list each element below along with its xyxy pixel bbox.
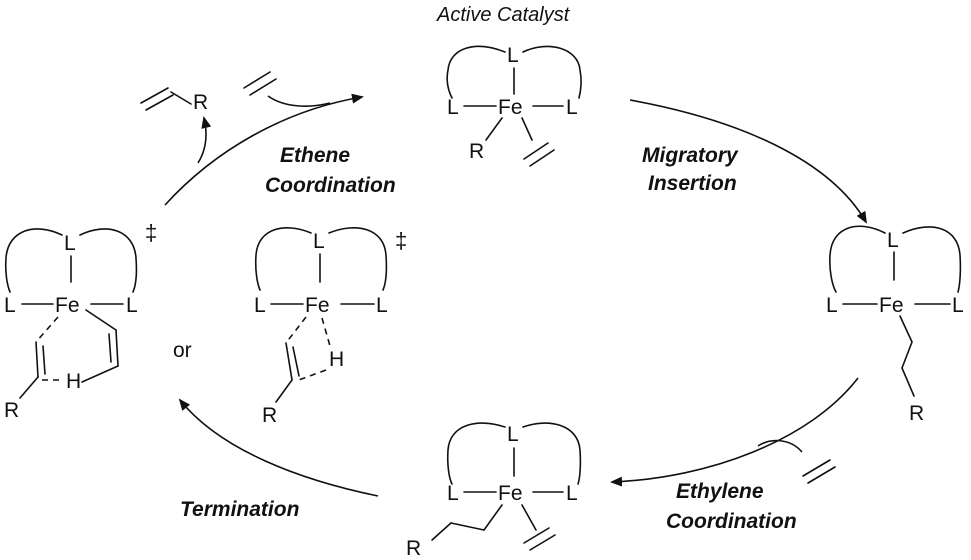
iron-center: Fe bbox=[55, 294, 80, 317]
ligand-l-left: L bbox=[447, 482, 459, 505]
label-ethene: Ethene bbox=[280, 144, 350, 167]
ligand-l-left: L bbox=[254, 294, 266, 317]
hydrogen: H bbox=[66, 370, 81, 393]
iron-center: Fe bbox=[498, 482, 523, 505]
ligand-l-right: L bbox=[566, 482, 578, 505]
dagger-symbol: ‡ bbox=[395, 228, 407, 253]
ligand-l-right: L bbox=[376, 294, 388, 317]
transition-state-left: L L Fe L R H ‡ bbox=[4, 220, 157, 422]
alkene-release-arrow bbox=[197, 116, 212, 164]
ligand-l-top: L bbox=[507, 44, 519, 67]
ligand-l-top: L bbox=[507, 423, 519, 446]
alkyl-complex: L L Fe L R bbox=[826, 225, 964, 425]
active-catalyst-title: Active Catalyst bbox=[436, 4, 571, 26]
ligand-l-right: L bbox=[952, 294, 964, 317]
arrow-termination bbox=[178, 398, 379, 497]
label-insertion: Insertion bbox=[648, 172, 737, 195]
ethylene-molecule-bottom bbox=[802, 459, 836, 484]
ligand-l-left: L bbox=[826, 294, 838, 317]
ligand-l-left: L bbox=[4, 294, 16, 317]
ethene-uptake-curve bbox=[267, 95, 331, 107]
ligand-l-top: L bbox=[313, 230, 325, 253]
alkyl-r: R bbox=[262, 404, 277, 427]
ethylene-complex: L L Fe L R bbox=[406, 422, 582, 560]
alkyl-r: R bbox=[469, 140, 484, 163]
arrow-ethene-coordination bbox=[164, 93, 364, 206]
hydrogen: H bbox=[329, 348, 344, 371]
alkyl-r: R bbox=[909, 402, 924, 425]
ligand-l-top: L bbox=[887, 229, 899, 252]
label-ethene-coordination: Coordination bbox=[265, 174, 396, 197]
active-catalyst-complex: L L Fe L R bbox=[446, 44, 582, 167]
ethylene-uptake-curve bbox=[757, 439, 803, 453]
dagger-symbol: ‡ bbox=[145, 220, 157, 245]
ligand-l-right: L bbox=[566, 96, 578, 119]
released-alkene: R bbox=[140, 87, 208, 114]
or-label: or bbox=[173, 339, 192, 362]
iron-center: Fe bbox=[305, 294, 330, 317]
alkyl-r: R bbox=[406, 537, 421, 560]
arrow-ethylene-coordination bbox=[610, 377, 859, 487]
label-ethylene: Ethylene bbox=[676, 480, 764, 503]
iron-center: Fe bbox=[879, 294, 904, 317]
alkyl-r: R bbox=[4, 399, 19, 422]
label-termination: Termination bbox=[180, 498, 299, 521]
ligand-l-top: L bbox=[64, 232, 76, 255]
iron-center: Fe bbox=[498, 96, 523, 119]
arrow-migratory-insertion bbox=[629, 99, 868, 224]
ligand-l-left: L bbox=[447, 96, 459, 119]
ethene-molecule-top bbox=[243, 71, 277, 96]
label-migratory: Migratory bbox=[642, 144, 739, 167]
transition-state-middle: L L Fe L H R ‡ bbox=[254, 226, 407, 427]
label-ethylene-coordination: Coordination bbox=[666, 510, 797, 533]
alkyl-r: R bbox=[193, 91, 208, 114]
ligand-l-right: L bbox=[126, 294, 138, 317]
